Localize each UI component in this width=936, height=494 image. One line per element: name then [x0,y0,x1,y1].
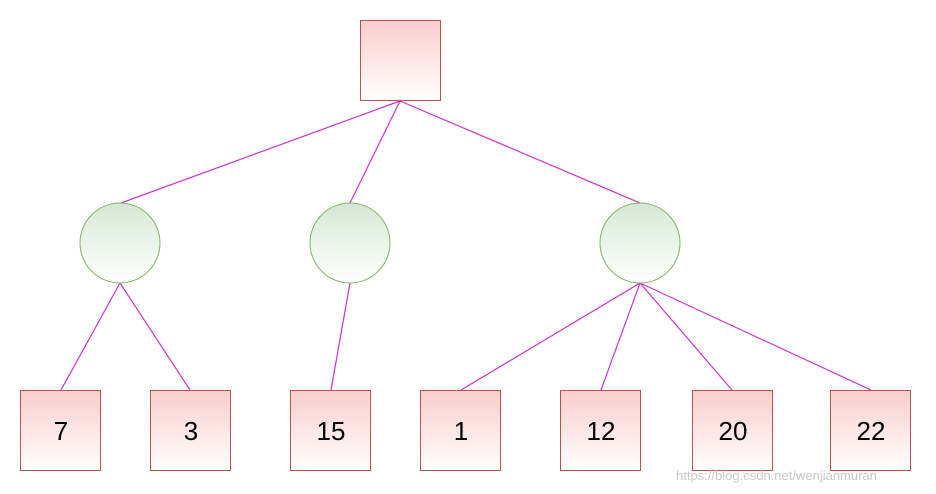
leaf-node-15: 15 [290,390,371,471]
edge-root-to-internal-1 [120,100,401,204]
leaf-node-1-box [420,390,501,471]
leaf-node-22-label: 22 [857,416,886,446]
internal-node-1-circle [79,202,161,284]
leaf-node-12-box [560,390,641,471]
edge-internal-3-to-leaf-22 [639,282,872,391]
leaf-node-7-box [20,390,101,471]
edge-internal-1-to-leaf-3 [119,282,191,391]
leaf-node-20-label: 20 [719,416,748,446]
leaf-node-22: 22 [830,390,911,471]
root-node-box [360,20,441,101]
leaf-node-7-label: 7 [54,416,68,446]
watermark-text: https://blog.csdn.net/wenjianmuran [676,468,877,483]
leaf-node-15-box [290,390,371,471]
internal-node-1 [79,202,161,284]
internal-node-2 [309,202,391,284]
leaf-node-3-label: 3 [184,416,198,446]
leaf-node-22-box [830,390,911,471]
edge-internal-3-to-leaf-1 [460,282,641,391]
edge-internal-3-to-leaf-20 [639,282,733,391]
leaf-node-15-label: 15 [317,416,346,446]
edges [60,100,872,391]
edge-internal-1-to-leaf-7 [60,282,121,391]
leaf-node-3: 3 [150,390,231,471]
internal-node-2-circle [309,202,391,284]
internal-node-3 [599,202,681,284]
leaf-node-3-box [150,390,231,471]
leaf-node-1: 1 [420,390,501,471]
leaf-node-20: 20 [692,390,773,471]
edge-root-to-internal-2 [349,100,401,204]
edge-internal-2-to-leaf-15 [330,282,351,391]
edge-root-to-internal-3 [399,100,641,204]
leaf-node-1-label: 1 [454,416,468,446]
leaf-node-20-box [692,390,773,471]
leaf-node-12-label: 12 [587,416,616,446]
leaf-node-12: 12 [560,390,641,471]
edge-internal-3-to-leaf-12 [600,282,641,391]
leaf-node-7: 7 [20,390,101,471]
root-node [360,20,441,101]
internal-node-3-circle [599,202,681,284]
